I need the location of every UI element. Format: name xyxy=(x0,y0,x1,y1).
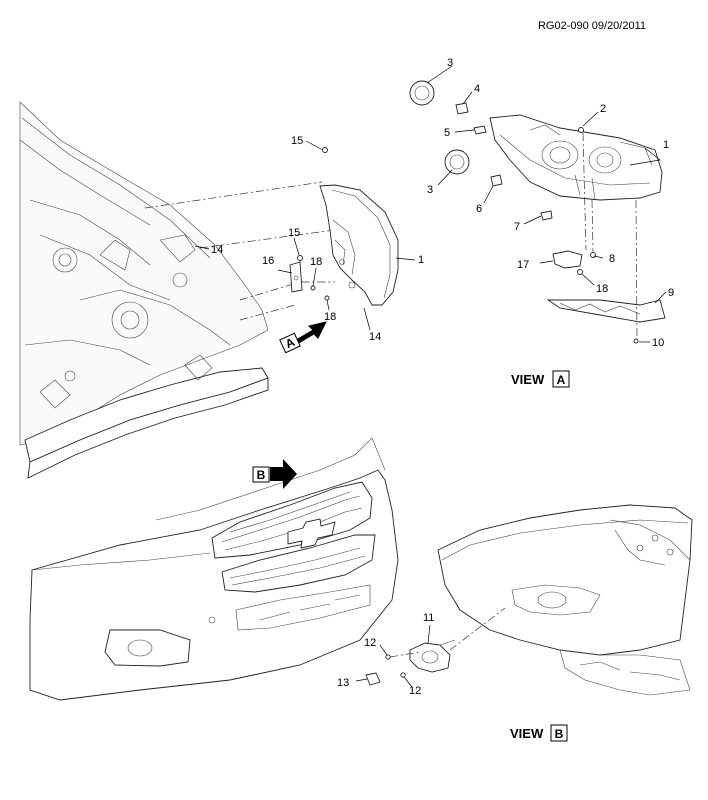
socket-5 xyxy=(473,125,487,135)
callout-6: 6 xyxy=(476,203,482,215)
fog-lamp-11 xyxy=(409,639,456,673)
view-b-text: VIEW xyxy=(510,726,544,741)
callout-7: 7 xyxy=(514,221,520,233)
callout-5: 5 xyxy=(444,127,450,139)
callout-3-lower: 3 xyxy=(427,184,433,196)
callout-18-b: 18 xyxy=(310,256,322,268)
callout-3-upper: 3 xyxy=(447,57,453,69)
callout-18-c: 18 xyxy=(324,311,336,323)
fastener-18 xyxy=(577,269,583,275)
front-bumper-fascia xyxy=(29,437,399,701)
callout-10: 10 xyxy=(652,337,664,349)
view-a-arrow: A xyxy=(279,321,327,354)
callout-12-lower: 12 xyxy=(409,685,421,697)
bulb-6 xyxy=(490,174,503,187)
bracket-17 xyxy=(552,250,583,269)
screw-12-lower xyxy=(400,672,406,678)
screw-2 xyxy=(578,127,584,133)
callout-2: 2 xyxy=(600,103,606,115)
bolt-15-upper xyxy=(322,147,328,153)
headlamp-side-view xyxy=(319,184,399,306)
callout-14-right: 14 xyxy=(369,331,381,343)
socket-7 xyxy=(540,210,553,221)
cap-3-upper xyxy=(409,80,435,106)
callout-1-a: 1 xyxy=(663,139,669,151)
bracket-16 xyxy=(289,261,303,293)
callout-13: 13 xyxy=(337,677,349,689)
nut-18-b xyxy=(324,295,330,301)
callout-18-a: 18 xyxy=(596,283,608,295)
bolt-15-lower xyxy=(297,255,303,261)
view-a-letter: A xyxy=(557,373,566,387)
trim-9 xyxy=(546,299,666,323)
view-a-label: VIEW A xyxy=(511,370,570,388)
screw-12-upper xyxy=(385,654,391,660)
bulb-4 xyxy=(455,102,469,115)
arrow-b-letter: B xyxy=(257,468,266,482)
view-b-label: VIEW B xyxy=(510,724,568,742)
callout-8: 8 xyxy=(609,253,615,265)
leader-lines xyxy=(194,65,667,688)
view-a-text: VIEW xyxy=(511,372,545,387)
fastener-8 xyxy=(590,252,596,258)
callout-numbers: 1 2 3 4 5 3 6 7 8 17 18 9 10 15 14 15 16… xyxy=(211,57,674,697)
callout-15-lower: 15 xyxy=(288,227,300,239)
diagram-code: RG02-090 09/20/2011 xyxy=(538,20,646,32)
callout-11: 11 xyxy=(423,612,434,624)
screw-10 xyxy=(633,338,639,344)
callout-12-upper: 12 xyxy=(364,637,376,649)
callout-14-left: 14 xyxy=(211,244,223,256)
view-b-letter: B xyxy=(555,727,564,741)
cap-3-lower xyxy=(444,149,470,175)
callout-16: 16 xyxy=(262,255,274,267)
view-b-arrow: B xyxy=(252,459,297,489)
connector-13 xyxy=(365,672,381,686)
callout-17: 17 xyxy=(517,259,529,271)
nut-18-a xyxy=(310,285,316,291)
callout-4: 4 xyxy=(474,83,480,95)
front-end-structure xyxy=(19,101,269,479)
callout-15-upper: 15 xyxy=(291,135,303,147)
callout-9: 9 xyxy=(668,287,674,299)
headlamp-exploded-view xyxy=(489,114,663,201)
callout-1-b: 1 xyxy=(418,254,424,266)
bumper-closeup-view xyxy=(437,504,693,696)
